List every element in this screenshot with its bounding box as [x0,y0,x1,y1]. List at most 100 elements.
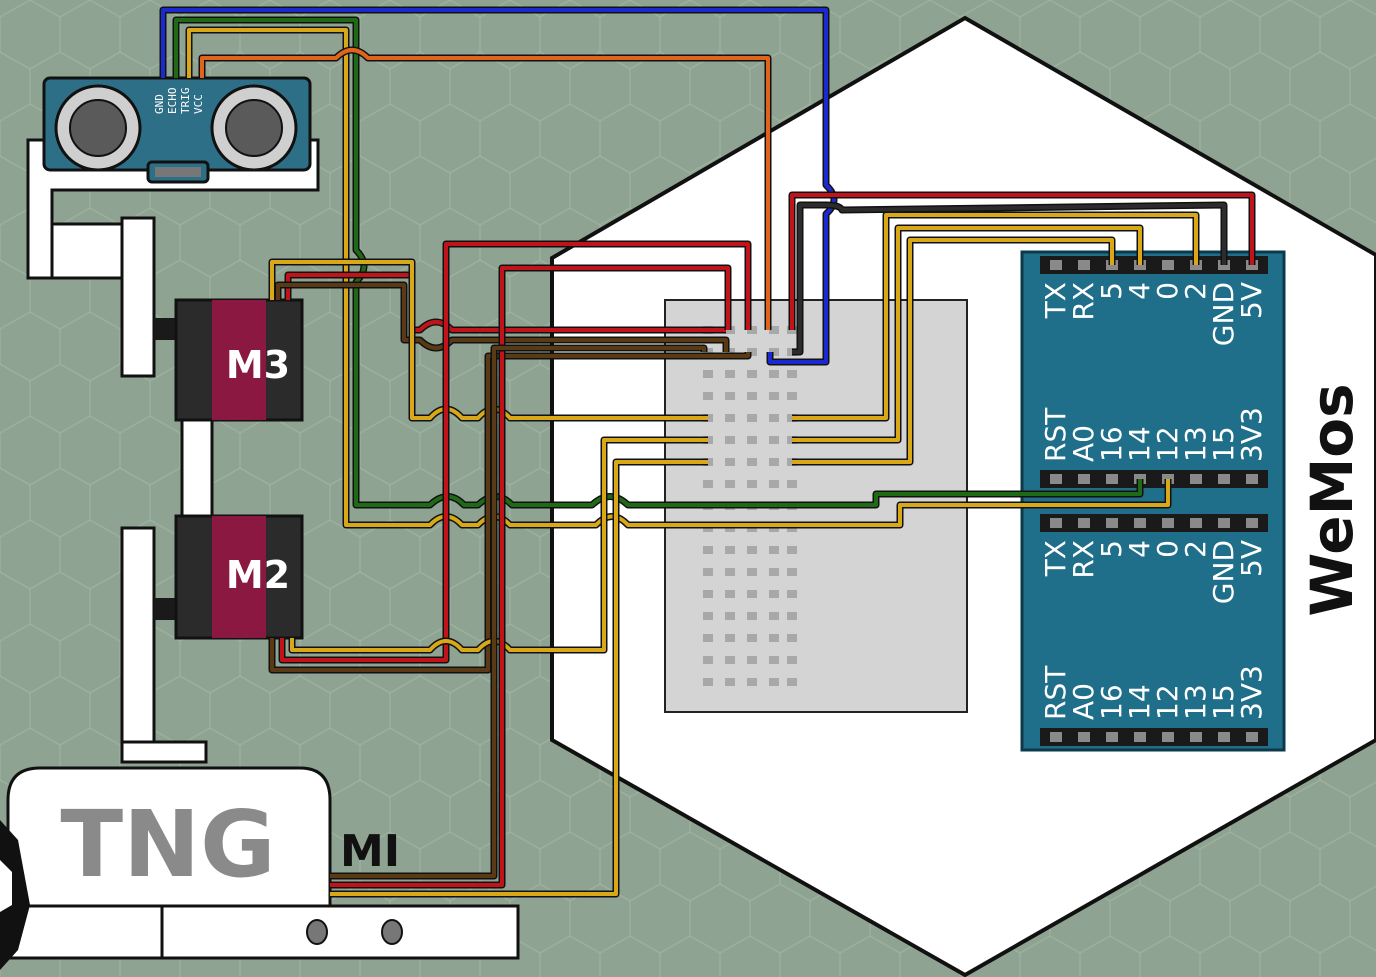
breadboard-hole [703,392,713,400]
breadboard-hole [703,612,713,620]
wemos-pin-label: 12 [1151,684,1184,720]
breadboard-hole [747,436,757,444]
breadboard-hole [747,414,757,422]
wemos-pin [1162,518,1174,528]
wemos-pin-label: RX [1067,540,1100,579]
wemos-pin-label: 2 [1179,540,1212,558]
breadboard-hole [725,634,735,642]
wemos-pin-label: 13 [1179,426,1212,462]
wemos-pin-label: 15 [1207,684,1240,720]
wemos-pin-label: 5V [1235,282,1268,319]
breadboard-hole [769,634,779,642]
breadboard-hole [725,656,735,664]
breadboard-hole [769,436,779,444]
breadboard-hole [725,480,735,488]
wire-m1-gnd [330,346,706,878]
wemos-pin-label: 3V3 [1235,665,1268,720]
breadboard-hole [769,480,779,488]
breadboard-hole [769,546,779,554]
breadboard-hole [747,392,757,400]
wemos-pin-label: 5 [1095,282,1128,300]
servo-m2-label: M2 [226,553,290,597]
wemos-pin-label: 14 [1123,684,1156,720]
breadboard-hole [769,326,779,334]
base-logo: TNG [60,791,275,898]
wemos-pin-label: 15 [1207,426,1240,462]
breadboard-hole [725,612,735,620]
wemos-pin-label: 5 [1095,540,1128,558]
wemos-pin-label: 2 [1179,282,1212,300]
wemos-pin [1190,732,1202,742]
servo-m1-label: MI [340,826,400,877]
breadboard-hole [725,348,735,356]
wemos-pin-label: A0 [1067,683,1100,720]
breadboard-hole [703,656,713,664]
wemos-pin [1134,732,1146,742]
breadboard-hole [747,568,757,576]
breadboard-hole [747,348,757,356]
wemos-board: TXRX5402GND5VRSTA016141213153V3TXRX5402G… [1020,250,1286,752]
wemos-pin-labels: TXRX5402GND5VRSTA016141213153V3TXRX5402G… [1039,282,1268,720]
wire-sensor-gnd [161,8,836,364]
wemos-pin [1078,518,1090,528]
wemos-pin-label: 4 [1123,540,1156,558]
servo-m3-label: M3 [226,343,290,387]
wire-data-4 [792,226,1142,442]
wires [159,6,1256,898]
sensor-pin-gnd: GND [153,94,166,114]
wemos-pin [1218,518,1230,528]
wemos-pin-label: 13 [1179,684,1212,720]
wemos-pin [1246,474,1258,484]
sensor-mount [26,138,320,280]
wemos-pin [1078,474,1090,484]
wire-5v [790,193,1254,330]
sensor-pin-echo: ECHO [166,88,179,115]
wemos-pin-label: RST [1039,407,1072,462]
wemos-pin-label: TX [1039,540,1072,577]
breadboard-hole [747,546,757,554]
sensor-pin-vcc: VCC [192,94,205,114]
wire-m2-gnd [270,352,750,672]
wemos-pin [1134,518,1146,528]
breadboard-hole [769,568,779,576]
wemos-pin [1050,732,1062,742]
breadboard-hole [725,458,735,466]
wire-m1-signal [330,460,708,896]
wemos-pin-label: 3V3 [1235,407,1268,462]
breadboard-hole [725,678,735,686]
wemos-pin [1162,260,1174,270]
wemos-pin-label: GND [1207,282,1240,346]
breadboard-hole [787,480,797,488]
sensor-pin-trig: TRIG [179,88,192,115]
breadboard-hole [787,634,797,642]
wemos-pin [1078,260,1090,270]
wire-gnd [792,203,1226,354]
breadboard-hole [787,678,797,686]
wemos-pin-label: 5V [1235,540,1268,577]
wemos-pin [1218,732,1230,742]
servo-m2: M2 [154,514,304,640]
wemos-pin-label: A0 [1067,425,1100,462]
breadboard-hole [747,326,757,334]
breadboard-hole [769,392,779,400]
wemos-pin [1246,518,1258,528]
wemos-pin [1190,474,1202,484]
wire-m1-power [330,266,730,887]
breadboard-hole [787,392,797,400]
wemos-pin-label: 16 [1095,684,1128,720]
wemos-pin [1078,732,1090,742]
breadboard-hole [725,590,735,598]
wemos-pin [1106,732,1118,742]
ultrasonic-sensor: GND ECHO TRIG VCC [42,76,312,184]
breadboard-hole [703,568,713,576]
header-top-2 [1040,470,1268,488]
wemos-pin-label: 0 [1151,282,1184,300]
breadboard-hole [725,568,735,576]
breadboard-hole [747,458,757,466]
breadboard-hole [769,590,779,598]
breadboard-hole [725,436,735,444]
breadboard-hole [747,370,757,378]
breadboard-hole [703,370,713,378]
wemos-pin [1190,518,1202,528]
